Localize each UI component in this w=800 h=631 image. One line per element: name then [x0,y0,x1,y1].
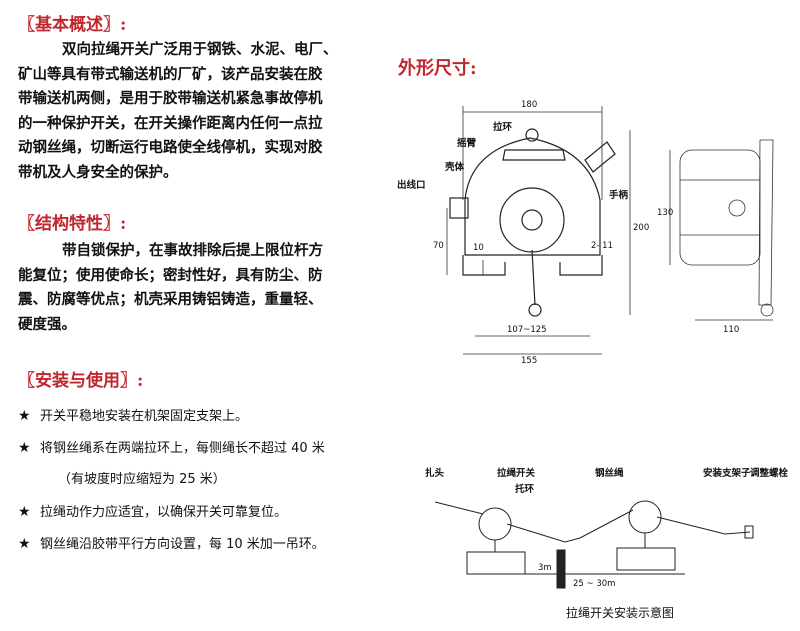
base-right [559,255,603,276]
label-tow-ring: 托环 [515,483,535,495]
star-icon: ★ [18,504,31,520]
base-left [462,255,506,276]
label-handle: 手柄 [609,189,629,201]
star-icon: ★ [18,536,31,552]
list-item: ★开关平稳地安装在机架固定支架上。 [18,400,398,432]
structure-line: 能复位；使用使命长；密封性好，具有防尘、防 [18,266,323,284]
label-pull-ring: 拉环 [493,121,513,133]
dimensions-heading: 外形尺寸: [398,58,477,79]
dim-height-total: 200 [633,223,649,233]
dim-base-inner: 107~125 [507,325,547,335]
dim-side-height: 130 [657,208,673,218]
star-icon: ★ [18,440,31,456]
overview-line: 的一种保护开关，在开关操作距离内任何一点拉 [18,114,323,132]
list-item: （有坡度时应缩短为 25 米） [58,472,226,487]
installation-list: ★开关平稳地安装在机架固定支架上。 ★将钢丝绳系在两端拉环上，每侧绳长不超过 4… [18,400,398,560]
list-item: ★拉绳动作力应适宜，以确保开关可靠复位。 [18,496,398,528]
side-lever [758,139,774,306]
rocker-arm [502,149,566,161]
label-tie: 扎头 [425,467,445,479]
structure-line: 带自锁保护，在事故排除后提上限位杆方 [62,242,323,259]
structure-line: 震、防腐等优点；机壳采用铸铝铸造，重量轻、 [18,291,323,308]
switch-left [478,507,512,541]
dimension-drawing: 180 107~125 155 70 10 200 2- 11 130 110 … [397,100,774,365]
dim-width-top: 180 [521,100,537,110]
dim-slot: 2- 11 [591,241,613,251]
lever-end [528,303,542,317]
label-housing: 壳体 [444,161,465,173]
label-outlet: 出线口 [397,179,426,191]
dim-side-width: 110 [723,325,739,335]
label-height: 3m [538,563,552,573]
label-bracket: 安装支架子 [703,467,751,479]
dim-height-left: 70 [433,241,444,251]
label-distance: 25 ~ 30m [573,579,615,589]
overview-line: 双向拉绳开关广泛用于钢铁、水泥、电厂、 [62,41,338,58]
overview-paragraph: 双向拉绳开关广泛用于钢铁、水泥、电厂、 矿山等具有带式输送机的厂矿，该产品安装在… [18,38,380,185]
overview-heading: 〖基本概述〗: [18,15,127,35]
dim-height-small: 10 [473,243,484,253]
hub-outer [499,187,565,253]
structure-paragraph: 带自锁保护，在事故排除后提上限位杆方 能复位；使用使命长；密封性好，具有防尘、防… [18,239,380,337]
side-lever-end [760,303,774,317]
outlet-gland [449,197,469,219]
housing-outline [464,137,601,256]
label-switch: 拉绳开关 [497,467,536,479]
side-hub [728,199,746,217]
label-wire-rope: 钢丝绳 [595,467,624,479]
pull-ring [525,128,539,142]
installation-heading: 〖安装与使用〗: [18,371,144,391]
label-rocker: 摇臂 [457,137,477,149]
hub-inner [521,209,543,231]
overview-line: 矿山等具有带式输送机的厂矿，该产品安装在胶 [18,65,323,83]
handle-shape [584,141,616,173]
label-adjust-bolt: 调整螺栓 [750,467,789,479]
diagram-caption: 拉绳开关安装示意图 [566,606,675,620]
switch-right [628,500,662,534]
list-item: ★钢丝绳沿胶带平行方向设置，每 10 米加一吊环。 [18,528,398,560]
installation-diagram: 扎头 拉绳开关 托环 钢丝绳 安装支架子 调整螺栓 3m 25 ~ 30m [425,467,789,589]
dim-base-outer: 155 [521,356,537,365]
overview-line: 动钢丝绳，切断运行电路使全线停机，实现对胶 [18,139,323,156]
side-body [679,149,761,266]
structure-heading: 〖结构特性〗: [18,214,127,234]
lever [531,249,536,306]
star-icon: ★ [18,408,31,424]
overview-line: 带输送机两侧，是用于胶带输送机紧急事故停机 [18,90,323,107]
structure-line: 硬度强。 [18,315,76,333]
overview-line: 带机及人身安全的保护。 [18,163,178,181]
list-item: ★将钢丝绳系在两端拉环上，每侧绳长不超过 40 米 [18,432,398,464]
